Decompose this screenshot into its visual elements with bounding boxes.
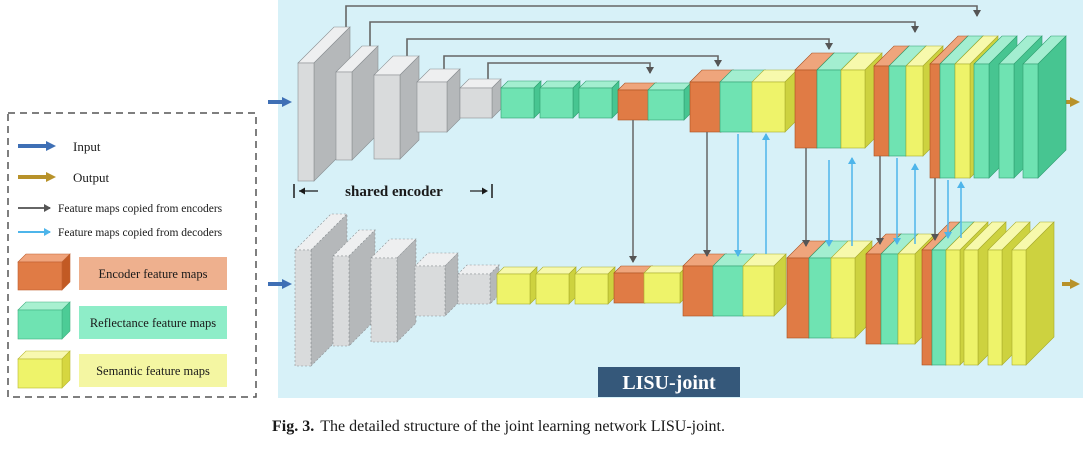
- figure-caption: Fig. 3. The detailed structure of the joi…: [272, 418, 725, 436]
- bottom-feature-map-block-8: [574, 266, 616, 305]
- legend-semantic-swatch: [79, 354, 227, 387]
- caption-text: The detailed structure of the joint lear…: [320, 418, 725, 435]
- legend-decoder-copy-label: Feature maps copied from decoders: [58, 227, 223, 239]
- top-input-arrow-icon: [268, 97, 292, 107]
- encoder-skip-connection-1: [345, 5, 981, 30]
- bottom-feature-map-block-2: [332, 229, 376, 347]
- legend-encoder-swatch: [79, 257, 227, 290]
- encoder-skip-connection-2: [369, 21, 919, 46]
- top-feature-map-block-5: [459, 78, 502, 119]
- bottom-input-arrow-icon: [268, 279, 292, 289]
- top-feature-map-block-4: [416, 68, 461, 133]
- legend-reflectance-label: Reflectance feature maps: [90, 316, 216, 330]
- legend-output-label: Output: [73, 170, 110, 185]
- top-feature-map-block-3: [373, 55, 420, 160]
- bottom-feature-map-block-10: [643, 265, 688, 304]
- legend-encoder-cube-icon: [17, 253, 71, 291]
- bottom-feature-map-block-25: [1011, 221, 1055, 366]
- bottom-feature-map-block-5: [457, 264, 500, 305]
- bottom-feature-map-block-7: [535, 266, 577, 305]
- legend-encoder-label: Encoder feature maps: [99, 267, 208, 281]
- shared-encoder-label: shared encoder: [345, 184, 443, 200]
- bottom-feature-map-block-3: [370, 238, 417, 343]
- shared-encoder-bracket: [293, 184, 493, 198]
- top-feature-map-block-25: [1022, 35, 1067, 179]
- caption-figure-label: Fig. 3.: [272, 418, 315, 435]
- legend-encoder-copy-label: Feature maps copied from encoders: [58, 203, 223, 215]
- network-title: LISU-joint: [622, 372, 716, 394]
- legend-semantic-label: Semantic feature maps: [96, 364, 210, 378]
- network-title-box: [598, 367, 740, 397]
- legend-input-label: Input: [73, 139, 101, 154]
- legend-output-arrow-icon: [18, 172, 56, 182]
- top-feature-map-block-10: [647, 82, 692, 121]
- top-feature-map-block-2: [335, 45, 379, 161]
- bottom-feature-map-block-13: [742, 253, 787, 317]
- top-feature-map-block-13: [751, 69, 798, 133]
- top-feature-map-block-8: [578, 80, 620, 119]
- bottom-feature-map-block-6: [496, 266, 538, 305]
- encoder-skip-connection-4: [443, 55, 722, 80]
- bottom-feature-map-block-4: [414, 252, 459, 317]
- legend-reflectance-swatch: [79, 306, 227, 339]
- encoder-skip-connection-5: [487, 62, 654, 87]
- legend-reflectance-cube-icon: [17, 301, 71, 340]
- legend-input-arrow-icon: [18, 141, 56, 151]
- bottom-output-arrow-icon: [1062, 279, 1080, 289]
- top-feature-map-block-6: [500, 80, 542, 119]
- legend-semantic-cube-icon: [17, 350, 71, 389]
- top-feature-map-block-7: [539, 80, 581, 119]
- encoder-skip-connection-3: [406, 38, 833, 63]
